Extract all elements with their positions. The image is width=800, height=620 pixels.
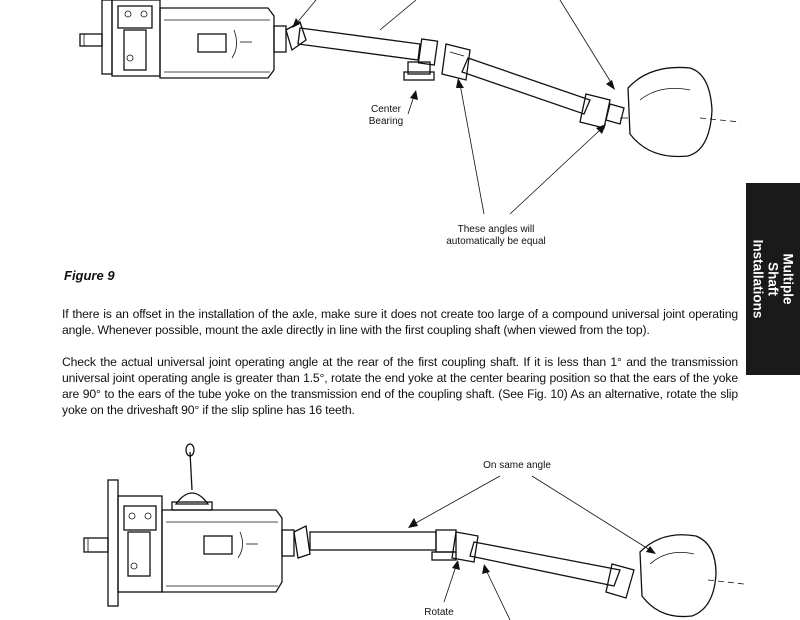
axle-top <box>620 66 741 158</box>
section-tab: Multiple Shaft Installations <box>746 183 800 375</box>
label-same-angle: On same angle <box>483 460 551 471</box>
coupling-shaft-top <box>285 21 625 129</box>
paragraph-axle-offset: If there is an offset in the installatio… <box>62 307 738 337</box>
driveline-drawing-top <box>79 0 741 215</box>
coupling-shaft-bottom <box>293 525 635 599</box>
transmission-bottom <box>83 443 295 607</box>
annotation-arrows-bottom <box>408 475 656 620</box>
figure-caption: Figure 9 <box>64 268 115 283</box>
driveline-drawing-bottom <box>83 443 745 620</box>
label-rotate: Rotate <box>424 607 454 618</box>
axle-bottom <box>639 534 745 618</box>
annotation-arrows-top <box>292 0 615 215</box>
label-center-bearing: Center Bearing <box>368 104 404 127</box>
label-equal-angles: These angles will automatically be equal <box>446 224 546 247</box>
section-tab-title: Multiple Shaft Installations <box>750 239 796 319</box>
figure-9-diagram: Center Bearing These angles will automat… <box>0 0 800 260</box>
paragraph-operating-angle: Check the actual universal joint operati… <box>62 355 738 417</box>
figure-10-diagram: On same angle Rotate <box>0 440 800 620</box>
transmission-top <box>79 0 287 79</box>
